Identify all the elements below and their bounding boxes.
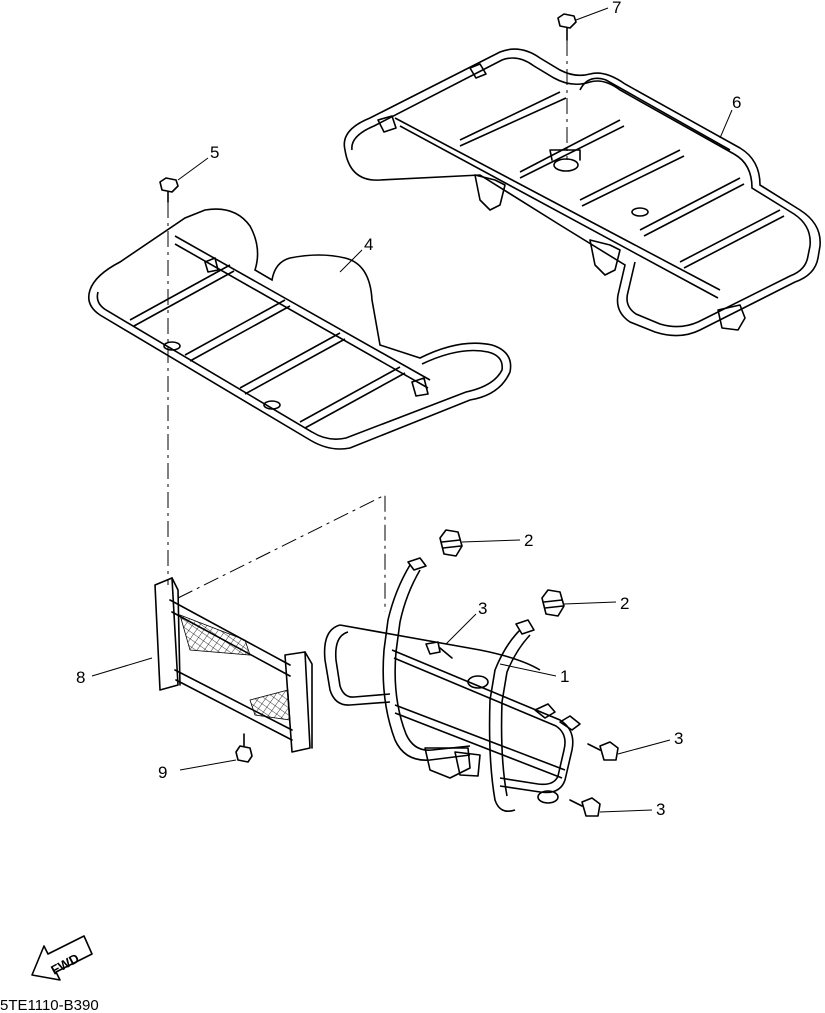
rear-carrier <box>343 48 821 337</box>
callout-9: 9 <box>158 763 167 782</box>
front-carrier <box>87 208 512 450</box>
front-panel <box>154 577 313 753</box>
callout-3c: 3 <box>656 800 665 819</box>
callout-7: 7 <box>612 0 621 17</box>
diagram-code: 5TE1110-B390 <box>0 997 99 1013</box>
callout-6: 6 <box>732 93 741 112</box>
bolt-5 <box>159 177 179 203</box>
fwd-arrow-icon: FWD <box>31 935 93 981</box>
callout-1: 1 <box>560 667 569 686</box>
callout-3b: 3 <box>674 729 683 748</box>
callout-2b: 2 <box>620 594 629 613</box>
grommet-2b <box>541 589 565 617</box>
front-guard <box>323 557 581 813</box>
bolt-7 <box>557 13 577 41</box>
callout-3a: 3 <box>478 599 487 618</box>
install-line-panel <box>177 494 386 612</box>
callout-4: 4 <box>364 235 373 254</box>
bolt-3b <box>587 741 619 761</box>
bolt-3c <box>569 797 601 817</box>
bolt-9 <box>235 733 253 763</box>
fwd-label: FWD <box>48 951 81 978</box>
callout-2a: 2 <box>524 531 533 550</box>
leader-lines <box>91 7 733 813</box>
callout-8: 8 <box>76 668 85 687</box>
grommet-2a <box>439 529 463 557</box>
callout-5: 5 <box>210 143 219 162</box>
bolt-3a <box>425 641 453 659</box>
